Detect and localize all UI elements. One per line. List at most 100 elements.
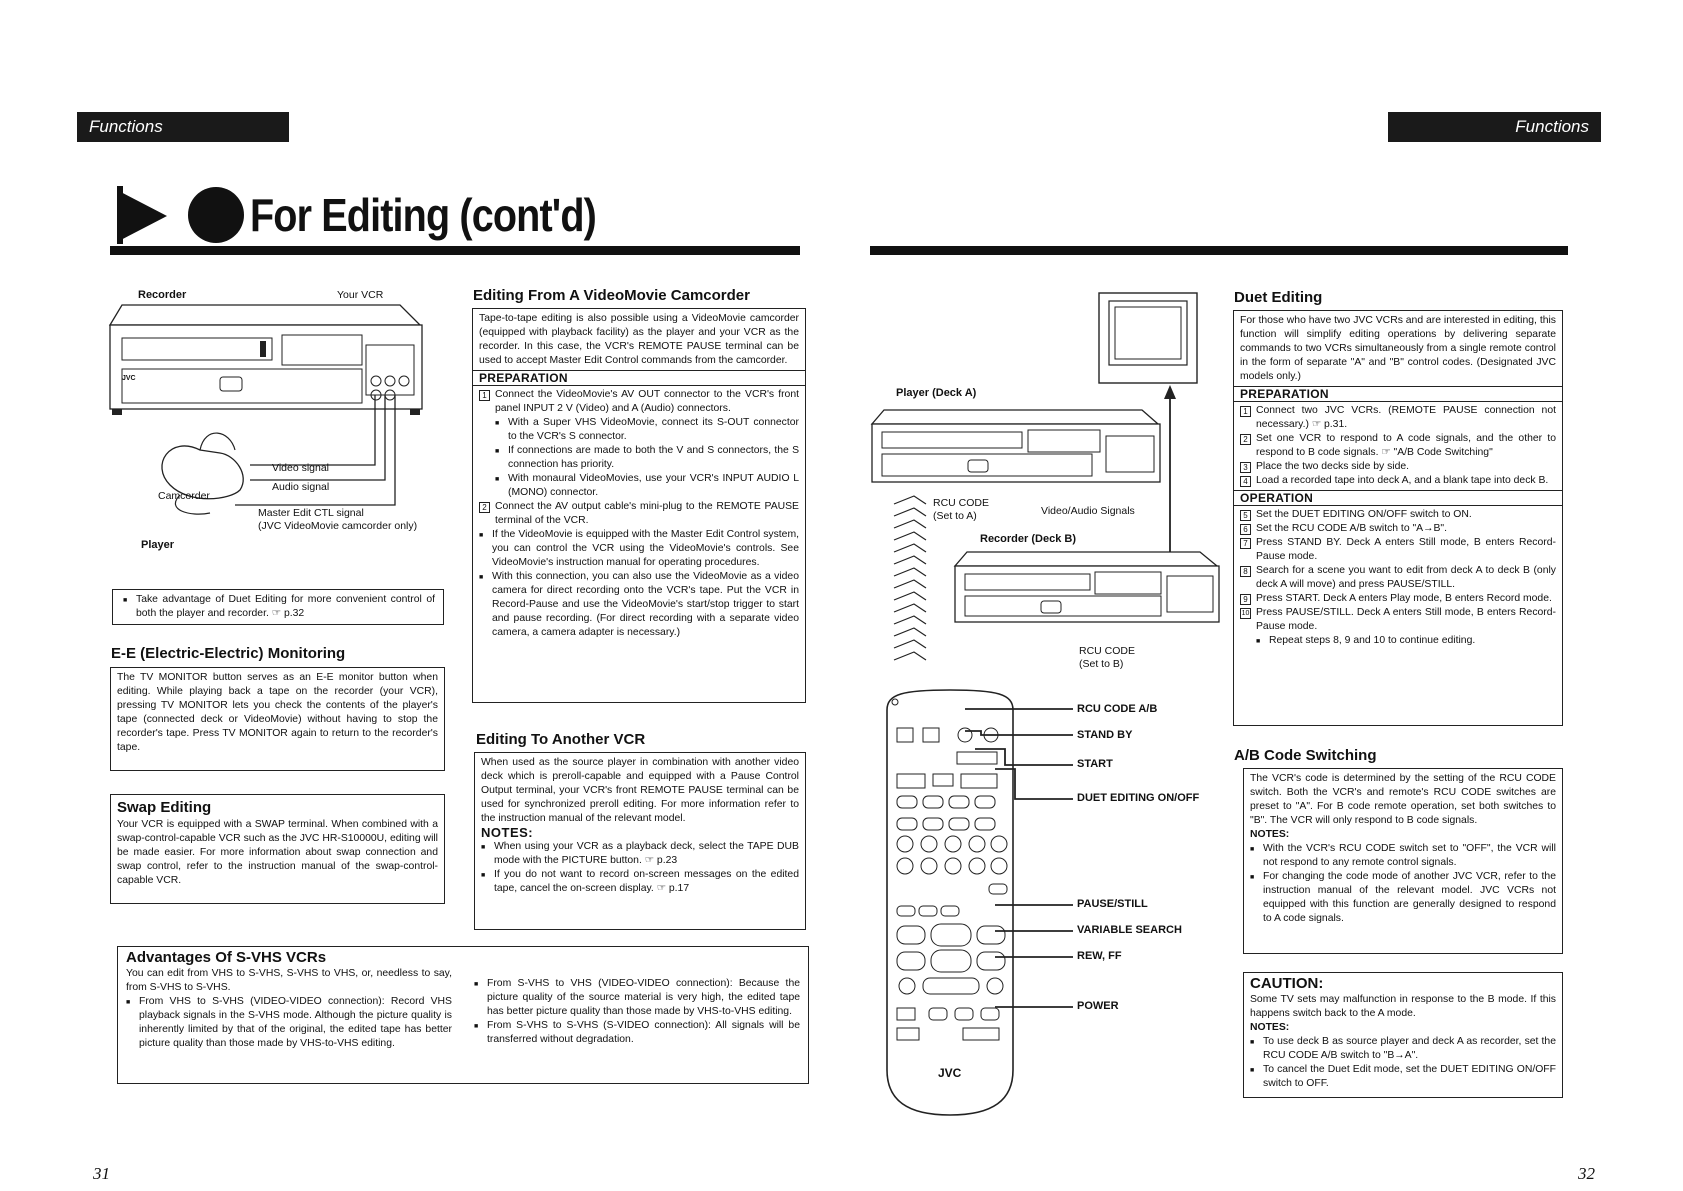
vcr-brand-left: JVC bbox=[122, 375, 136, 382]
rcu-code-a-setting: (Set to A) bbox=[933, 510, 977, 522]
videomovie-bullet-1: With a Super VHS VideoMovie, connect its… bbox=[508, 417, 799, 442]
ab-note-1: With the VCR's RCU CODE switch set to "O… bbox=[1263, 843, 1556, 868]
duet-step-9: Press START. Deck A enters Play mode, B … bbox=[1256, 593, 1552, 604]
another-vcr-box: When used as the source player in combin… bbox=[474, 752, 806, 930]
camcorder-label: Camcorder bbox=[158, 490, 210, 502]
another-vcr-note-2: If you do not want to record on-screen m… bbox=[494, 869, 799, 894]
duet-tip-box: Take advantage of Duet Editing for more … bbox=[112, 589, 444, 625]
step-6-icon: 6 bbox=[1240, 524, 1251, 535]
title-rule-right bbox=[870, 246, 1568, 255]
ab-notes-head: NOTES: bbox=[1250, 829, 1290, 840]
title-dot-icon bbox=[188, 187, 244, 243]
caution-box: CAUTION: Some TV sets may malfunction in… bbox=[1243, 972, 1563, 1098]
remote-control-illustration[interactable] bbox=[883, 689, 1018, 1120]
rcu-code-a-label: RCU CODE bbox=[933, 497, 990, 509]
duet-step-1: Connect two JVC VCRs. (REMOTE PAUSE conn… bbox=[1256, 405, 1556, 430]
videomovie-step-1: Connect the VideoMovie's AV OUT connecto… bbox=[495, 389, 799, 414]
recorder-deck-b-illustration bbox=[953, 551, 1220, 623]
av-signals-label: Video/Audio Signals bbox=[1041, 505, 1135, 517]
vcr-recorder-illustration bbox=[108, 304, 423, 415]
videomovie-prep-head: PREPARATION bbox=[473, 370, 805, 386]
duet-step-5: Set the DUET EDITING ON/OFF switch to ON… bbox=[1256, 509, 1472, 520]
step-3-icon: 3 bbox=[1240, 462, 1251, 473]
ir-signal-waves-icon bbox=[893, 495, 927, 661]
connection-cables bbox=[161, 395, 396, 515]
label-duet-editing: DUET EDITING ON/OFF bbox=[1077, 792, 1200, 804]
duet-step-8: Search for a scene you want to edit from… bbox=[1256, 565, 1556, 590]
player-label: Player bbox=[141, 539, 175, 551]
duet-box: For those who have two JVC VCRs and are … bbox=[1233, 310, 1563, 726]
label-start: START bbox=[1077, 758, 1113, 770]
step-8-icon: 8 bbox=[1240, 566, 1251, 577]
ee-body: The TV MONITOR button serves as an E-E m… bbox=[117, 672, 438, 753]
duet-step-2: Set one VCR to respond to A code signals… bbox=[1256, 433, 1556, 458]
duet-intro: For those who have two JVC VCRs and are … bbox=[1240, 315, 1556, 382]
videomovie-title: Editing From A VideoMovie Camcorder bbox=[473, 287, 750, 304]
step-5-icon: 5 bbox=[1240, 510, 1251, 521]
swap-box: Swap Editing Your VCR is equipped with a… bbox=[110, 794, 445, 904]
duet-tip-text: Take advantage of Duet Editing for more … bbox=[136, 594, 435, 619]
another-vcr-note-1: When using your VCR as a playback deck, … bbox=[494, 841, 799, 866]
rcu-code-b-label: RCU CODE bbox=[1079, 645, 1136, 657]
videomovie-step-2: Connect the AV output cable's mini-plug … bbox=[495, 501, 799, 526]
label-rew-ff: REW, FF bbox=[1077, 950, 1122, 962]
title-rule-left bbox=[110, 246, 800, 255]
videomovie-bullet-5: With this connection, you can also use t… bbox=[492, 571, 799, 638]
step-7-icon: 7 bbox=[1240, 538, 1251, 549]
duet-prep-head: PREPARATION bbox=[1234, 386, 1562, 402]
caution-body: Some TV sets may malfunction in response… bbox=[1250, 994, 1556, 1019]
page-number-left: 31 bbox=[93, 1164, 110, 1183]
video-signal-label: Video signal bbox=[272, 462, 330, 474]
label-rcu-code-ab: RCU CODE A/B bbox=[1077, 703, 1158, 715]
ab-title: A/B Code Switching bbox=[1234, 747, 1377, 764]
videomovie-bullet-4: If the VideoMovie is equipped with the M… bbox=[492, 529, 799, 568]
another-vcr-notes-head: NOTES: bbox=[481, 825, 534, 840]
recorder-deck-b-label: Recorder (Deck B) bbox=[980, 533, 1076, 545]
swap-body: Your VCR is equipped with a SWAP termina… bbox=[117, 819, 438, 886]
functions-label-right: Functions bbox=[1515, 117, 1589, 136]
step-9-icon: 9 bbox=[1240, 594, 1251, 605]
functions-label-left: Functions bbox=[89, 117, 163, 136]
label-pause-still: PAUSE/STILL bbox=[1077, 898, 1148, 910]
duet-repeat: Repeat steps 8, 9 and 10 to continue edi… bbox=[1269, 635, 1476, 646]
functions-header-right: Functions bbox=[1388, 112, 1601, 142]
duet-op-head: OPERATION bbox=[1234, 490, 1562, 506]
play-arrow-icon bbox=[117, 186, 167, 244]
duet-step-10: Press PAUSE/STILL. Deck A enters Still m… bbox=[1256, 607, 1556, 632]
ab-box: The VCR's code is determined by the sett… bbox=[1243, 768, 1563, 954]
swap-title: Swap Editing bbox=[117, 799, 212, 816]
step-4-icon: 4 bbox=[1240, 476, 1251, 487]
step-2-icon: 2 bbox=[1240, 434, 1251, 445]
rcu-code-b-setting: (Set to B) bbox=[1079, 658, 1124, 670]
player-deck-a-label: Player (Deck A) bbox=[896, 387, 977, 399]
signal-arrows bbox=[1164, 385, 1176, 567]
caution-note-2: To cancel the Duet Edit mode, set the DU… bbox=[1263, 1064, 1556, 1089]
duet-title: Duet Editing bbox=[1234, 289, 1323, 306]
duet-step-7: Press STAND BY. Deck A enters Still mode… bbox=[1256, 537, 1556, 562]
videomovie-intro: Tape-to-tape editing is also possible us… bbox=[479, 313, 799, 366]
videomovie-box: Tape-to-tape editing is also possible us… bbox=[472, 308, 806, 703]
label-standby: STAND BY bbox=[1077, 729, 1133, 741]
player-deck-a-illustration bbox=[870, 409, 1161, 483]
duet-step-4: Load a recorded tape into deck A, and a … bbox=[1256, 475, 1549, 486]
ee-title: E-E (Electric-Electric) Monitoring bbox=[111, 645, 346, 662]
master-edit-label: Master Edit CTL signal bbox=[258, 507, 364, 519]
caution-note-1: To use deck B as source player and deck … bbox=[1263, 1036, 1556, 1061]
step-1-icon: 1 bbox=[479, 390, 490, 401]
audio-signal-label: Audio signal bbox=[272, 481, 330, 493]
advantages-item-2: From S-VHS to VHS (VIDEO-VIDEO connectio… bbox=[487, 978, 800, 1017]
advantages-intro: You can edit from VHS to S-VHS, S-VHS to… bbox=[126, 968, 452, 993]
duet-step-6: Set the RCU CODE A/B switch to "A→B". bbox=[1256, 523, 1448, 534]
advantages-title: Advantages Of S-VHS VCRs bbox=[126, 949, 327, 966]
ab-note-2: For changing the code mode of another JV… bbox=[1263, 871, 1556, 924]
another-vcr-body: When used as the source player in combin… bbox=[481, 757, 799, 824]
another-vcr-title: Editing To Another VCR bbox=[476, 731, 646, 748]
master-edit-note: (JVC VideoMovie camcorder only) bbox=[258, 520, 418, 532]
page-title: For Editing (cont'd) bbox=[250, 189, 597, 241]
label-variable-search: VARIABLE SEARCH bbox=[1077, 924, 1182, 936]
ab-body: The VCR's code is determined by the sett… bbox=[1250, 773, 1556, 826]
duet-step-3: Place the two decks side by side. bbox=[1256, 461, 1410, 472]
ee-box: The TV MONITOR button serves as an E-E m… bbox=[110, 667, 445, 771]
advantages-item-1: From VHS to S-VHS (VIDEO-VIDEO connectio… bbox=[139, 996, 452, 1049]
label-power: POWER bbox=[1077, 1000, 1119, 1012]
